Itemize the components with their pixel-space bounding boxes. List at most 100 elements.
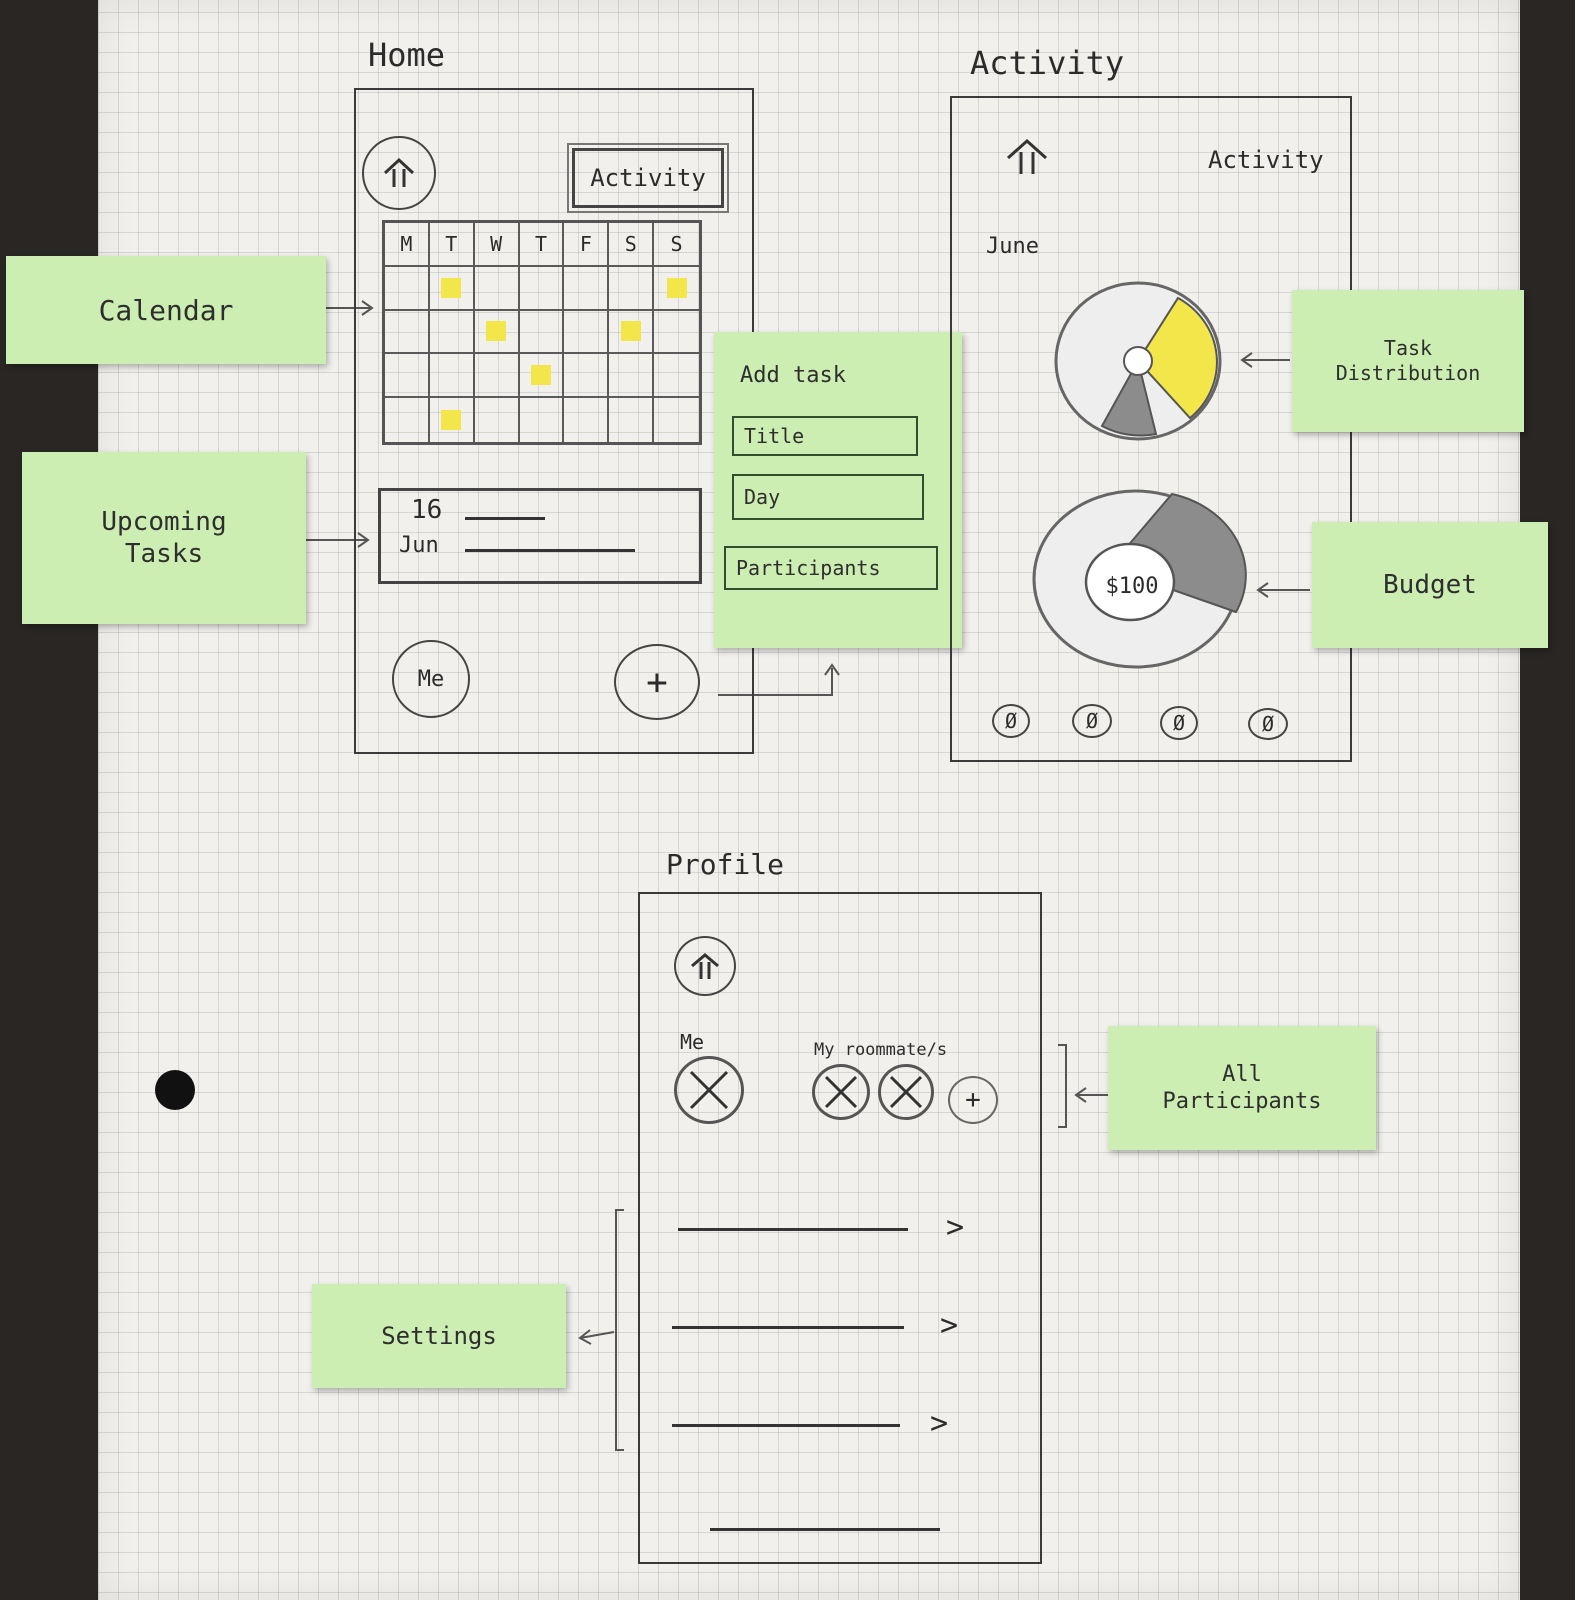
calendar-day-cell[interactable]: [385, 398, 430, 442]
settings-row-line: [678, 1228, 908, 1231]
participants-annotation-line1: All: [1222, 1061, 1262, 1087]
roommate-avatar-2[interactable]: [878, 1064, 934, 1120]
participants-field[interactable]: Participants: [724, 546, 938, 590]
participants-annotation-line2: Participants: [1162, 1089, 1322, 1114]
task-marker: [486, 321, 507, 342]
calendar-day-cell[interactable]: [609, 310, 655, 355]
calendar-day-header: T: [519, 223, 565, 267]
calendar-day-cell[interactable]: [385, 354, 430, 399]
profile-screen-frame: [638, 892, 1042, 1564]
upcoming-annotation-line2: Tasks: [124, 539, 204, 569]
budget-amount: $100: [1105, 574, 1159, 599]
task-marker: [441, 277, 462, 298]
add-task-button[interactable]: +: [614, 644, 700, 720]
me-avatar[interactable]: [674, 1056, 744, 1124]
footer-icon-4[interactable]: Ø: [1248, 708, 1288, 740]
task-marker: [530, 365, 551, 386]
upcoming-task-text-line: [465, 517, 545, 520]
month-label: June: [986, 234, 1039, 259]
calendar-day-cell[interactable]: [654, 398, 699, 442]
budget-annotation-text: Budget: [1383, 569, 1477, 600]
task-marker: [620, 321, 641, 342]
calendar-day-cell[interactable]: [385, 266, 430, 311]
calendar-annotation-text: Calendar: [98, 293, 234, 327]
calendar-day-cell[interactable]: [474, 310, 520, 355]
calendar-day-cell[interactable]: [429, 354, 475, 399]
calendar-day-cell[interactable]: [654, 311, 699, 355]
calendar-annotation: Calendar: [6, 256, 326, 364]
home-button[interactable]: [362, 136, 436, 210]
budget-chart[interactable]: [1030, 486, 1252, 672]
calendar-day-cell[interactable]: [654, 267, 699, 311]
profile-screen-title: Profile: [666, 848, 785, 881]
task-distribution-annotation: Task Distribution: [1292, 290, 1524, 432]
calendar-day-cell[interactable]: [429, 310, 475, 355]
home-icon[interactable]: [1004, 136, 1050, 176]
calendar-day-cell[interactable]: [564, 266, 610, 311]
calendar-day-cell[interactable]: [564, 398, 610, 442]
binder-hole: [155, 1070, 195, 1110]
calendar-day-header: F: [564, 223, 610, 267]
activity-header-label: Activity: [1208, 146, 1324, 174]
calendar-day-header: T: [429, 223, 475, 267]
calendar-day-cell[interactable]: [474, 354, 520, 399]
profile-bottom-line: [710, 1528, 940, 1531]
calendar-day-cell[interactable]: [519, 354, 565, 399]
settings-row-2[interactable]: >: [670, 1308, 970, 1356]
activity-button[interactable]: Activity: [567, 143, 729, 213]
upcoming-tasks-annotation: Upcoming Tasks: [22, 452, 306, 624]
roommates-label: My roommate/s: [814, 1040, 948, 1060]
calendar-day-cell[interactable]: [519, 266, 565, 311]
footer-icon-1[interactable]: Ø: [992, 704, 1030, 738]
upcoming-task-card[interactable]: 16 Jun: [378, 488, 702, 584]
upcoming-annotation-line1: Upcoming: [101, 506, 227, 537]
settings-row-1[interactable]: >: [676, 1210, 976, 1258]
task-annotation-line1: Task: [1383, 336, 1433, 360]
settings-row-3[interactable]: >: [670, 1406, 970, 1454]
person-placeholder-icon: [889, 1075, 923, 1109]
settings-row-line: [672, 1326, 904, 1329]
title-field[interactable]: Title: [732, 416, 918, 456]
home-icon: [383, 157, 415, 187]
calendar-day-cell[interactable]: [564, 354, 610, 399]
add-task-heading: Add task: [740, 363, 846, 388]
activity-screen-title: Activity: [970, 44, 1125, 82]
footer-icon-3[interactable]: Ø: [1160, 706, 1198, 740]
calendar-day-cell[interactable]: [520, 398, 565, 442]
me-label: Me: [680, 1030, 705, 1054]
calendar-day-cell[interactable]: [564, 310, 610, 355]
calendar-day-cell[interactable]: [609, 354, 655, 399]
chevron-right-icon: >: [940, 1308, 959, 1343]
task-distribution-chart[interactable]: [1050, 276, 1230, 446]
calendar-day-header: M: [385, 223, 430, 267]
footer-icon-2[interactable]: Ø: [1072, 704, 1112, 738]
me-button[interactable]: Me: [392, 640, 470, 718]
calendar-day-header: S: [654, 223, 699, 267]
home-button[interactable]: [674, 936, 736, 996]
roommate-avatar-1[interactable]: [812, 1064, 870, 1120]
calendar-day-cell[interactable]: [609, 398, 655, 442]
calendar-day-cell[interactable]: [609, 266, 655, 311]
calendar-day-header: W: [474, 223, 520, 267]
settings-annotation-text: Settings: [381, 1322, 497, 1350]
upcoming-task-text-line: [465, 549, 635, 552]
calendar-day-cell[interactable]: [519, 310, 565, 355]
add-roommate-button[interactable]: +: [948, 1076, 998, 1124]
settings-annotation: Settings: [312, 1284, 566, 1388]
calendar-day-cell[interactable]: [475, 398, 520, 442]
all-participants-annotation: All Participants: [1108, 1026, 1376, 1150]
day-field[interactable]: Day: [732, 474, 924, 520]
task-marker: [441, 410, 462, 431]
calendar-day-cell[interactable]: [474, 266, 520, 311]
upcoming-task-month: Jun: [399, 533, 439, 558]
task-marker: [666, 277, 687, 298]
calendar-day-cell[interactable]: [429, 266, 475, 311]
add-task-note: Add task Title Day Participants: [714, 332, 962, 648]
calendar-day-cell[interactable]: [654, 354, 699, 399]
calendar-day-cell[interactable]: [385, 310, 430, 355]
calendar-day-cell[interactable]: [430, 398, 475, 442]
calendar-day-header: S: [609, 223, 655, 267]
